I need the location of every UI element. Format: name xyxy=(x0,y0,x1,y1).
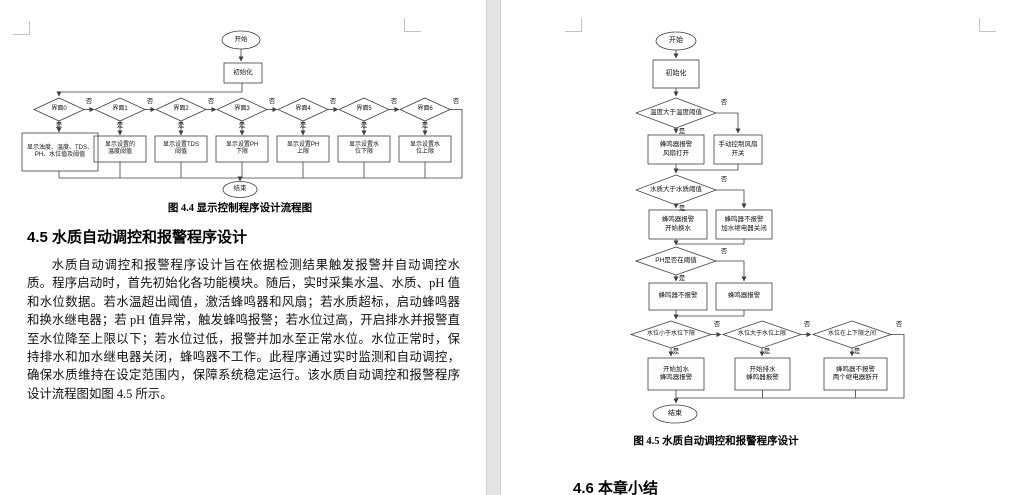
edge-label-yes: 是 xyxy=(672,348,680,356)
edge-label-no: 否 xyxy=(713,321,721,329)
edge-label-yes: 是 xyxy=(360,121,368,129)
edge-label-yes: 是 xyxy=(55,121,63,129)
process-show-level-low: 显示设置水 位下限 xyxy=(348,141,379,156)
node-init: 初始化 xyxy=(665,70,687,78)
edge-label-no: 否 xyxy=(329,97,337,105)
edge-label-yes: 是 xyxy=(678,275,686,283)
edge-label-yes: 是 xyxy=(116,121,124,129)
decision-screen2: 界面2 xyxy=(173,105,189,112)
process-add-water: 开始加水 蜂鸣器报警 xyxy=(659,365,693,382)
margin-mark-top-right xyxy=(979,18,996,32)
decision-screen1: 界面1 xyxy=(112,105,128,112)
section-4-5-heading[interactable]: 4.5 水质自动调控和报警程序设计 xyxy=(27,229,248,246)
decision-ph: PH是否在阈值 xyxy=(655,256,697,264)
figure-4-5-flowchart[interactable] xyxy=(501,0,1024,495)
edge-label-no: 否 xyxy=(85,97,93,105)
edge-label-yes: 是 xyxy=(763,348,771,356)
process-buzzer: 蜂鸣器报警 xyxy=(727,292,761,300)
process-show-ph-high: 显示设置PH 上限 xyxy=(286,141,320,156)
edge-label-no: 否 xyxy=(452,97,460,105)
process-no-buzzer-relay-off: 蜂鸣器不报警 加水继电器关闭 xyxy=(721,216,767,232)
decision-level-low: 水位小于水位下限 xyxy=(646,330,695,337)
node-end: 结束 xyxy=(233,185,247,193)
decision-screen5: 界面5 xyxy=(356,105,372,112)
margin-mark-top-right xyxy=(404,18,421,32)
edge-label-yes: 是 xyxy=(421,121,429,129)
process-drain-water: 开始排水 蜂鸣器报警 xyxy=(746,365,779,382)
edge-label-no: 否 xyxy=(720,248,728,256)
decision-screen6: 界面6 xyxy=(417,105,433,112)
figure-4-4-flowchart[interactable] xyxy=(0,0,486,495)
node-init: 初始化 xyxy=(233,68,253,76)
edge-label-no: 否 xyxy=(207,97,215,105)
edge-label-yes: 是 xyxy=(238,121,246,129)
decision-screen4: 界面4 xyxy=(295,105,311,112)
process-no-buzzer: 蜂鸣器不报警 xyxy=(658,292,698,300)
edge-label-no: 否 xyxy=(895,321,903,329)
section-4-6-heading[interactable]: 4.6 本章小结 xyxy=(573,480,659,495)
decision-screen3: 界面3 xyxy=(234,105,250,112)
edge-label-yes: 是 xyxy=(299,121,307,129)
process-show-ph-low: 显示设置PH 下限 xyxy=(225,141,259,156)
decision-level-high: 水位大于水位上限 xyxy=(737,330,786,337)
node-start: 开始 xyxy=(234,35,248,43)
page-right: 开始 初始化 温度大于温度阈值 否 是 蜂鸣器报警 风扇打开 手动控制风扇 开关… xyxy=(500,0,1024,495)
process-buzzer-fan-on: 蜂鸣器报警 风扇打开 xyxy=(659,141,693,157)
figure-4-4-caption[interactable]: 图 4.4 显示控制程序设计流程图 xyxy=(167,203,313,214)
node-end: 结束 xyxy=(668,409,682,417)
process-manual-fan: 手动控制风扇 开关 xyxy=(718,141,758,157)
edge-label-no: 否 xyxy=(803,321,811,329)
decision-quality: 水质大于水质阈值 xyxy=(650,185,702,193)
edge-label-yes: 是 xyxy=(177,121,185,129)
edge-label-no: 否 xyxy=(146,97,154,105)
decision-level-normal: 水位在上下限之间 xyxy=(827,330,876,337)
margin-mark-top-left xyxy=(13,21,30,35)
edge-label-no: 否 xyxy=(720,176,728,184)
process-relays-open: 蜂鸣器不报警 两个继电器断开 xyxy=(832,365,879,382)
margin-mark-top-left xyxy=(565,18,582,32)
edge-label-yes: 是 xyxy=(853,348,861,356)
process-show-level-high: 显示设置水 位上限 xyxy=(409,141,440,156)
edge-label-no: 否 xyxy=(720,99,728,107)
process-show-temp-threshold: 显示设置的 温度阈值 xyxy=(104,141,135,156)
node-start: 开始 xyxy=(669,37,683,45)
section-4-5-paragraph[interactable]: 水质自动调控和报警程序设计旨在依据检测结果触发报警并自动调控水质。程序启动时，首… xyxy=(27,258,460,401)
decision-temp: 温度大于温度阈值 xyxy=(650,108,702,116)
figure-4-5-caption[interactable]: 图 4.5 水质自动调控和报警程序设计 xyxy=(633,436,799,447)
edge-label-yes: 是 xyxy=(678,205,686,213)
process-show-values: 显示浊度、温度、TDS、PH、水位值及阈值 xyxy=(26,144,93,159)
decision-screen0: 界面0 xyxy=(51,105,67,112)
process-buzzer-change-water: 蜂鸣器报警 开始换水 xyxy=(661,216,695,232)
edge-label-no: 否 xyxy=(390,97,398,105)
process-show-tds-threshold: 显示设置TDS 阈值 xyxy=(162,141,199,156)
edge-label-yes: 是 xyxy=(678,128,686,136)
edge-label-no: 否 xyxy=(268,97,276,105)
page-left: 开始 初始化 界面0 界面1 界面2 界面3 界面4 界面5 界面6 否 否 否… xyxy=(0,0,487,495)
